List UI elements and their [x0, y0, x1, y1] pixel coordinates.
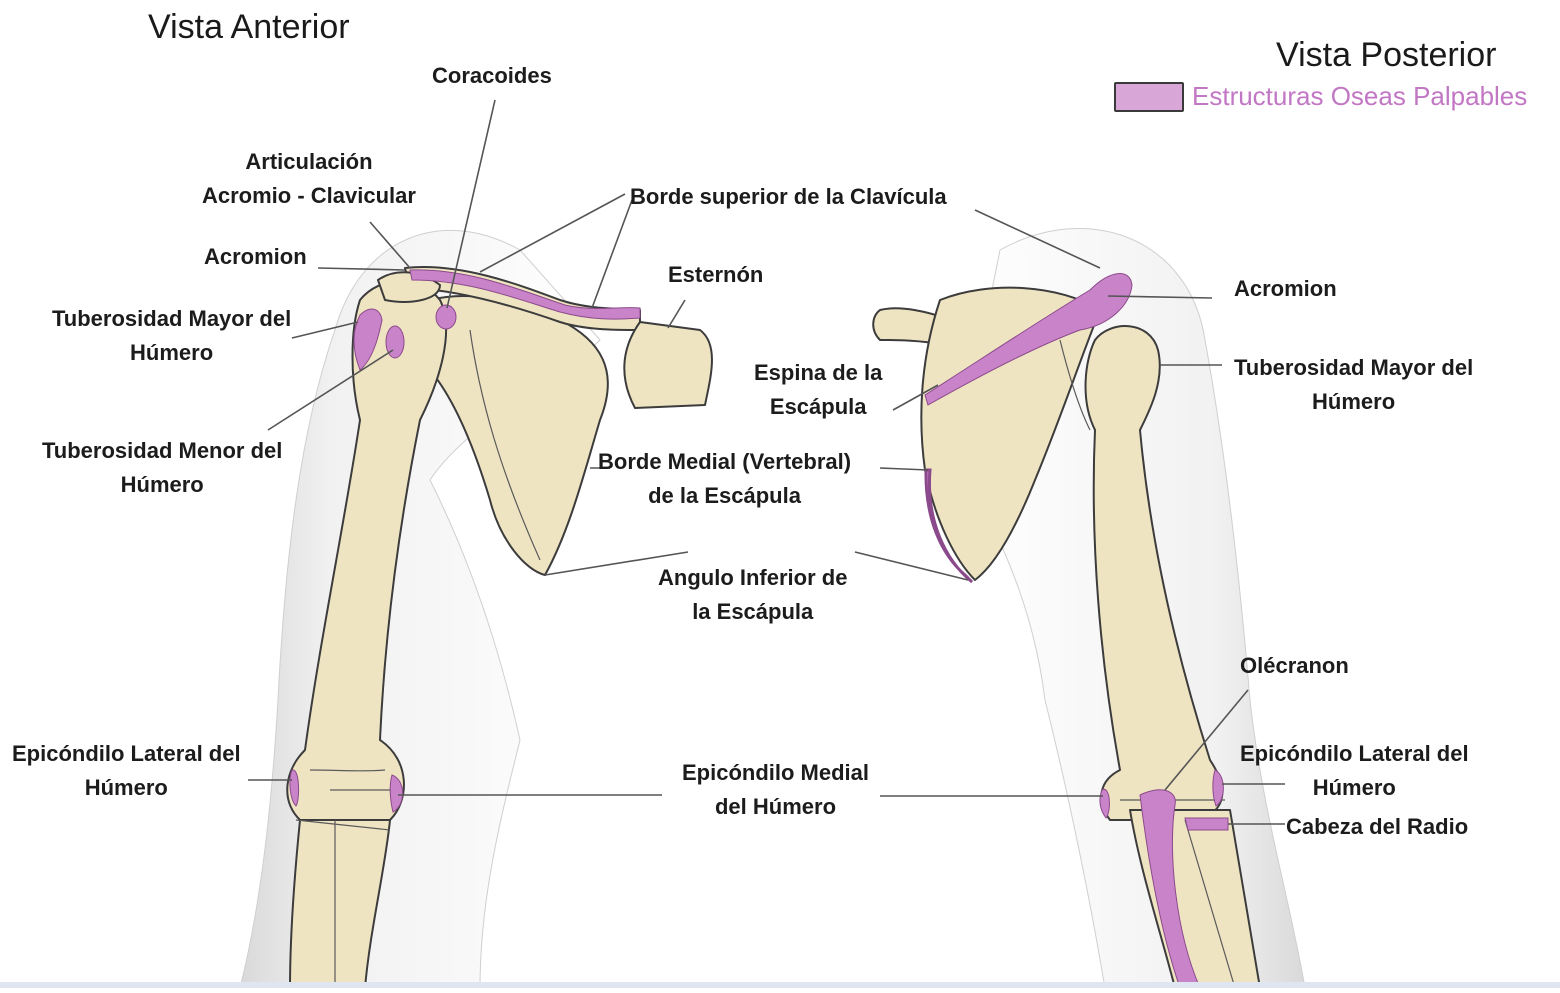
label-borde-superior-clavicula: Borde superior de la Clavícula	[630, 180, 947, 214]
label-articulacion-acromio-clavicular: Articulación Acromio - Clavicular	[202, 145, 416, 213]
bottom-border	[0, 982, 1560, 988]
posterior-view-title: Vista Posterior	[1276, 36, 1496, 75]
label-tuberosidad-mayor-posterior: Tuberosidad Mayor del Húmero	[1234, 351, 1473, 419]
label-tuberosidad-menor-anterior: Tuberosidad Menor del Húmero	[42, 434, 282, 502]
label-epicondilo-lateral-anterior: Epicóndilo Lateral del Húmero	[12, 737, 241, 805]
label-cabeza-radio: Cabeza del Radio	[1286, 810, 1468, 844]
legend-text: Estructuras Oseas Palpables	[1192, 80, 1527, 112]
label-espina-escapula: Espina de la Escápula	[754, 356, 882, 424]
label-epicondilo-lateral-posterior: Epicóndilo Lateral del Húmero	[1240, 737, 1469, 805]
legend-swatch	[1114, 82, 1184, 112]
label-epicondilo-medial: Epicóndilo Medial del Húmero	[682, 756, 869, 824]
label-acromion-posterior: Acromion	[1234, 272, 1337, 306]
label-esternon: Esternón	[668, 258, 763, 292]
anterior-view-title: Vista Anterior	[148, 8, 350, 47]
label-angulo-inferior-escapula: Angulo Inferior de la Escápula	[658, 561, 847, 629]
label-olecranon: Olécranon	[1240, 649, 1349, 683]
label-tuberosidad-mayor-anterior: Tuberosidad Mayor del Húmero	[52, 302, 291, 370]
anterior-sternum	[624, 322, 712, 408]
label-acromion-anterior: Acromion	[204, 240, 307, 274]
label-coracoides: Coracoides	[432, 59, 552, 93]
label-borde-medial-escapula: Borde Medial (Vertebral) de la Escápula	[598, 445, 851, 513]
